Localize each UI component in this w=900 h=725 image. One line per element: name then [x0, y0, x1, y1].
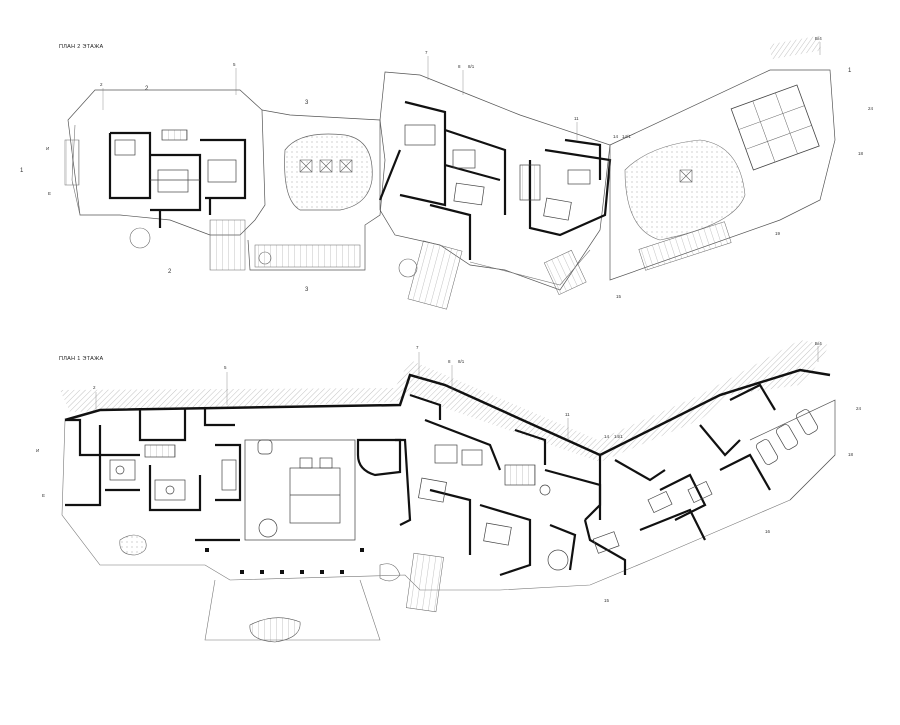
axis-label-8: 8 — [458, 64, 461, 69]
axis-label-5: 5 — [233, 62, 236, 67]
floor2-pergola-b — [254, 244, 361, 268]
floor2-pergola-c — [407, 240, 463, 310]
floor1-colonnade — [205, 548, 364, 574]
floor-1-plan — [60, 340, 836, 643]
floor2-pergola-a — [209, 219, 246, 271]
f1-axis-label-5: 5 — [224, 365, 227, 370]
floor1-central-hall — [244, 439, 356, 541]
axis-label-15: 15 — [616, 294, 622, 299]
floor2-section-marks: 1 2 2 3 3 1 — [20, 68, 852, 293]
floor2-middle-block-outline — [379, 71, 611, 291]
axis-label-7: 7 — [425, 50, 428, 55]
floor2-right-terrace-outline — [609, 69, 836, 281]
floor2-hatched-slope — [769, 35, 822, 60]
f1-axis-label-24: 24 — [856, 406, 862, 411]
floor2-right-garden — [624, 139, 746, 241]
floor2-left-wing-outline — [67, 89, 266, 236]
floor2-left-stairs — [64, 139, 80, 186]
floor1-entrance-planter — [249, 617, 301, 643]
section-mark-3: 3 — [305, 100, 309, 106]
floor2-central-gallery — [247, 109, 386, 271]
section-mark-2: 2 — [145, 86, 149, 92]
f1-axis-label-I: И — [36, 448, 39, 453]
f1-axis-label-E: Е — [42, 493, 45, 498]
floor2-pergola-d — [543, 249, 587, 295]
axis-label-E: Е — [48, 191, 51, 196]
floor1-round-room — [356, 438, 402, 477]
floor1-outer-boundary — [61, 419, 836, 591]
floor1-central-furniture — [257, 439, 341, 538]
f1-axis-label-2: 2 — [93, 385, 96, 390]
axis-label-11: 11 — [574, 116, 579, 121]
floor1-axis-lines — [95, 346, 819, 440]
section-mark-2b: 2 — [168, 269, 172, 275]
floor2-tree-a — [129, 227, 151, 249]
floor1-left-interior — [109, 444, 237, 501]
floor2-axis-labels: 2 5 7 8 8/1 11 14 14/1 15 18 19 24 И Е Б… — [46, 36, 874, 299]
floor2-left-walls — [108, 131, 247, 228]
axis-label-14-1: 14/1 — [622, 134, 631, 139]
floor-2-plan-title: ПЛАН 2 ЭТАЖА — [59, 44, 104, 50]
floor2-tree-b — [258, 251, 272, 265]
floor1-right-walls — [583, 383, 776, 575]
floor1-north-wall — [64, 368, 831, 457]
axis-label-8-1: 8/1 — [468, 64, 475, 69]
f1-axis-label-15: 15 — [604, 598, 610, 603]
f1-axis-label-B4: Б/4 — [815, 341, 822, 346]
floor1-south-terrace — [405, 552, 444, 613]
floor1-middle-interior — [418, 444, 569, 571]
floor1-left-pond — [119, 534, 147, 556]
f1-axis-label-11: 11 — [565, 412, 570, 417]
floor2-pergola-e — [638, 221, 732, 271]
axis-label-B4: Б/4 — [815, 36, 822, 41]
floor1-axis-labels: 2 5 7 8 8/1 11 14 14/1 15 16 18 24 И Е Б… — [36, 341, 862, 603]
floor1-garage-edge — [749, 399, 836, 501]
floor1-right-interior — [592, 409, 818, 554]
floor2-middle-walls — [378, 100, 612, 260]
f1-axis-label-7: 7 — [416, 345, 419, 350]
floor-2-plan — [64, 35, 836, 310]
floor2-left-interior — [114, 129, 237, 193]
floor2-axis-lines — [102, 42, 821, 140]
floor1-entrance-path — [204, 579, 381, 641]
axis-label-I: И — [46, 146, 49, 151]
section-mark-1: 1 — [20, 168, 24, 174]
floor2-right-planters — [679, 169, 693, 183]
floor2-middle-interior — [404, 124, 591, 221]
f1-axis-label-18: 18 — [848, 452, 854, 457]
f1-axis-label-8: 8 — [448, 359, 451, 364]
axis-label-2: 2 — [100, 82, 103, 87]
section-mark-1b: 1 — [848, 68, 852, 74]
floor-1-plan-title: ПЛАН 1 ЭТАЖА — [59, 356, 104, 362]
axis-label-24: 24 — [868, 106, 874, 111]
f1-axis-label-14-1: 14/1 — [614, 434, 623, 439]
f1-axis-label-16: 16 — [765, 529, 771, 534]
floor1-left-walls — [65, 408, 242, 542]
f1-axis-label-8-1: 8/1 — [458, 359, 465, 364]
f1-axis-label-14: 14 — [604, 434, 610, 439]
floor2-courtyard-planters — [299, 159, 353, 173]
axis-label-14: 14 — [613, 134, 619, 139]
floor2-pool-grid — [730, 84, 820, 171]
floor2-pool-grid-lines — [738, 92, 812, 163]
floor1-ground-slope — [60, 340, 830, 462]
section-mark-3b: 3 — [305, 287, 309, 293]
axis-label-18: 18 — [858, 151, 864, 156]
axis-label-19: 19 — [775, 231, 781, 236]
floor1-rock-a — [379, 563, 401, 582]
